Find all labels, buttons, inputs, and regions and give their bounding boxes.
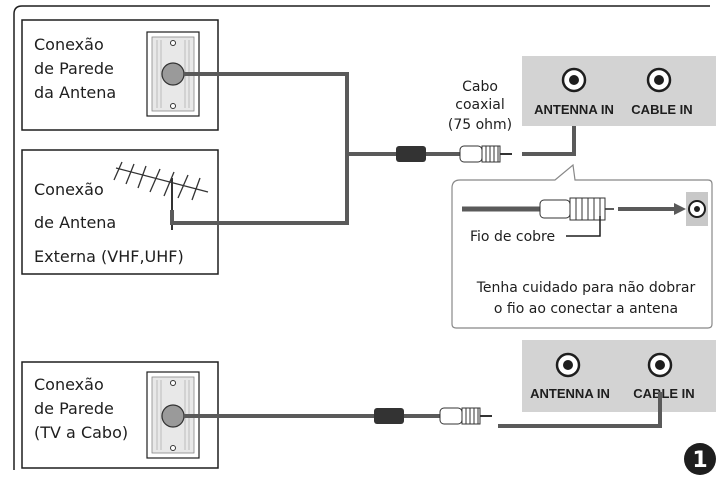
coax-cable-label: Cabo coaxial (75 ohm) bbox=[448, 79, 512, 133]
jack-detail-icon bbox=[686, 192, 708, 226]
antenna-in-jack-bottom-icon bbox=[555, 352, 581, 378]
coax-connector-icon bbox=[459, 145, 512, 163]
tv-panel-bottom: ANTENNA IN CABLE IN bbox=[522, 340, 716, 412]
coax-connector-bottom-icon bbox=[439, 407, 492, 425]
step-number-badge: 1 bbox=[684, 443, 716, 475]
wall-antenna-label-2: de Parede bbox=[34, 59, 114, 78]
cable-in-label-top: CABLE IN bbox=[631, 102, 692, 117]
external-antenna-label-1: Conexão bbox=[34, 180, 104, 199]
cable-in-jack-bottom-icon bbox=[647, 352, 673, 378]
coax-plug-detail-icon bbox=[539, 197, 614, 221]
external-antenna-label-2: de Antena bbox=[34, 213, 116, 232]
outer-frame bbox=[13, 5, 710, 470]
ferrite-core-icon bbox=[396, 146, 426, 162]
external-antenna-label-3: Externa (VHF,UHF) bbox=[34, 247, 184, 266]
wire-label: Fio de cobre bbox=[470, 229, 555, 245]
step-number: 1 bbox=[692, 448, 707, 473]
coax-label-3: (75 ohm) bbox=[448, 117, 512, 133]
ferrite-core-bottom-icon bbox=[374, 408, 404, 424]
wall-antenna-label-3: da Antena bbox=[34, 83, 116, 102]
cable-in-jack-icon bbox=[646, 67, 672, 93]
wall-cable-label-2: de Parede bbox=[34, 399, 114, 418]
wall-cable-label-3: (TV a Cabo) bbox=[34, 423, 128, 442]
wire-leader-line bbox=[566, 216, 601, 237]
callout-note-2: o fio ao conectar a antena bbox=[494, 301, 678, 317]
callout-box: Fio de cobre Tenha cuidado para não dobr… bbox=[451, 163, 713, 329]
coax-label-1: Cabo bbox=[462, 79, 498, 95]
coax-label-2: coaxial bbox=[455, 97, 505, 113]
wall-antenna-box: Conexão de Parede da Antena bbox=[21, 19, 219, 131]
antenna-in-jack-icon bbox=[561, 67, 587, 93]
external-antenna-box: Conexão de Antena Externa (VHF,UHF) bbox=[21, 149, 219, 275]
wall-cable-label-1: Conexão bbox=[34, 375, 104, 394]
wall-antenna-label-1: Conexão bbox=[34, 35, 104, 54]
callout-note-1: Tenha cuidado para não dobrar bbox=[476, 280, 696, 296]
antenna-in-label-top: ANTENNA IN bbox=[534, 102, 614, 117]
callout-arrow-head bbox=[674, 203, 686, 215]
arrow-to-antenna-in bbox=[522, 124, 576, 156]
antenna-in-label-bottom: ANTENNA IN bbox=[530, 386, 610, 401]
tv-panel-top: ANTENNA IN CABLE IN bbox=[522, 56, 716, 126]
cable-in-label-bottom: CABLE IN bbox=[633, 386, 694, 401]
